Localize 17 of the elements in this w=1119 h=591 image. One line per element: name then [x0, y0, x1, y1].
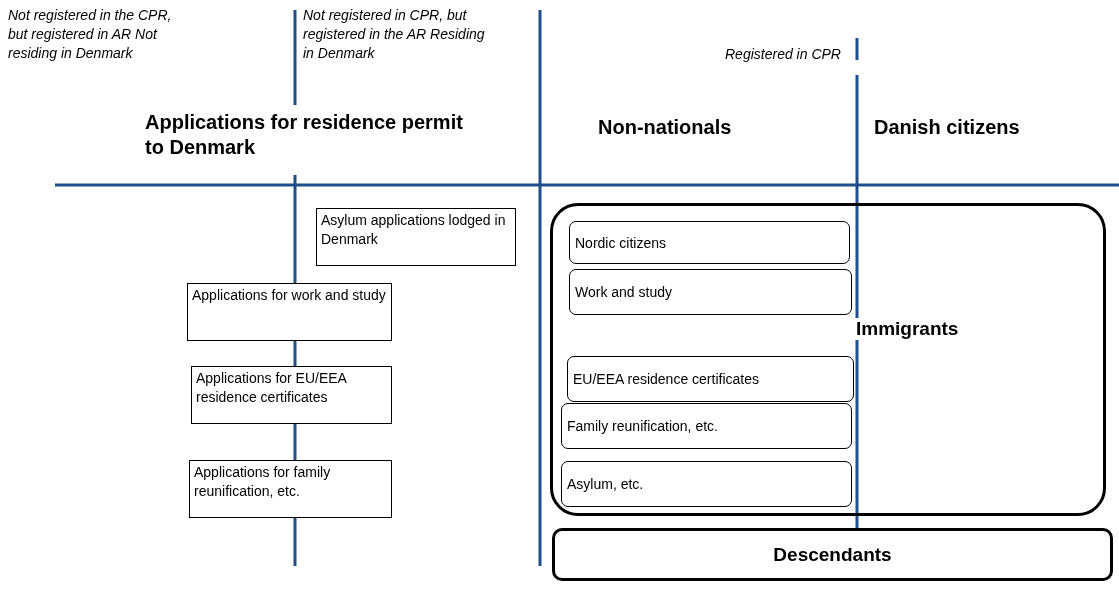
note-text: Not registered in CPR, but registered in the AR Residing in Denmark	[303, 6, 486, 63]
note-text: Registered in CPR	[725, 45, 841, 64]
category-box: Applications for work and study	[187, 283, 392, 341]
category-box: Asylum, etc.	[561, 461, 852, 507]
note-text: Not registered in the CPR, but registered in AR Not residing in Denmark	[8, 6, 173, 63]
category-box: Work and study	[569, 269, 852, 315]
column-heading: Applications for residence permit to Denmark	[145, 110, 464, 160]
column-heading: Danish citizens	[874, 115, 1021, 140]
category-box: Applications for family reunification, etc.	[189, 460, 392, 518]
category-box: Family reunification, etc.	[561, 403, 852, 449]
category-box: Nordic citizens	[569, 221, 850, 264]
category-box: Descendants	[552, 528, 1113, 581]
category-box: Asylum applications lodged in Denmark	[316, 208, 516, 266]
group-box	[550, 203, 1106, 516]
column-heading: Non-nationals	[598, 115, 733, 140]
category-box: EU/EEA residence certificates	[567, 356, 854, 402]
category-box: Applications for EU/EEA residence certificates	[191, 366, 392, 424]
